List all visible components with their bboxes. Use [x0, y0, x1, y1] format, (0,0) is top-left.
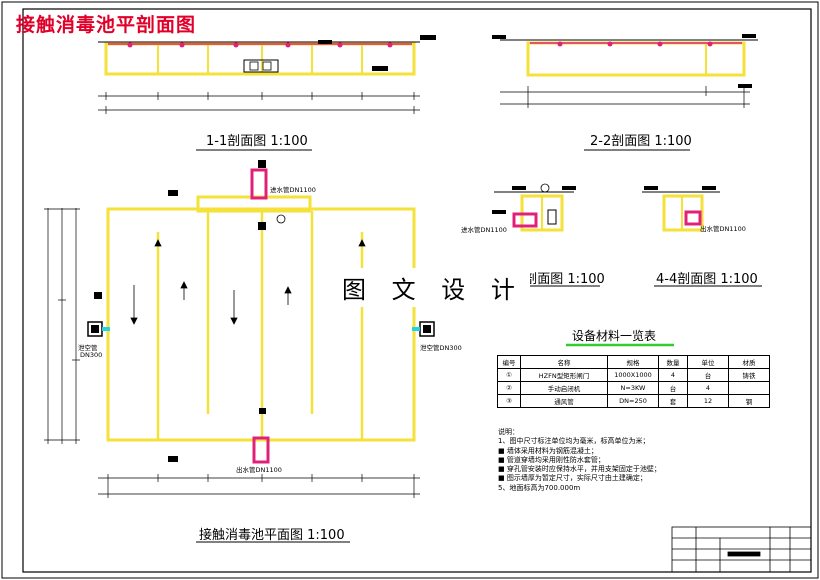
- table-cell: 铸铁: [728, 368, 770, 382]
- note-line: 1、图中尺寸标注单位均为毫米，标高单位为米；: [498, 437, 650, 446]
- table-cell: [728, 381, 770, 395]
- header-cell: 名称: [520, 355, 608, 369]
- header-cell: 数量: [658, 355, 688, 369]
- equipment-table: 编号 名称 规格 数量 单位 材质 ① HZFN型矩形闸门 1000X1000 …: [497, 355, 770, 408]
- section-2-2-drawing: [492, 34, 758, 108]
- header-cell: 编号: [497, 355, 521, 369]
- header-cell: 单位: [687, 355, 729, 369]
- caption-underlines: [196, 149, 762, 543]
- header-cell: 规格: [607, 355, 659, 369]
- plan-drawing: [44, 160, 435, 498]
- caption-section-1-1: 1-1剖面图 1:100: [206, 134, 308, 149]
- table-cell: HZFN型矩形闸门: [520, 368, 608, 382]
- table-cell: 4: [687, 381, 729, 395]
- table-cell: 12: [687, 394, 729, 408]
- label-drain-left-size: DN300: [80, 351, 103, 359]
- note-line: ■ 图示墙厚为暂定尺寸，实际尺寸由土建确定；: [498, 474, 647, 483]
- table-row: ① HZFN型矩形闸门 1000X1000 4 台 铸铁: [497, 368, 770, 382]
- note-line: 5、地面标高为700.000m: [498, 483, 581, 492]
- notes-heading: 说明：: [498, 428, 519, 436]
- label-drain-left: 泄空管: [78, 344, 98, 352]
- label-inlet-3-3: 进水管DN1100: [461, 226, 507, 234]
- label-inlet-top: 进水管DN1100: [270, 186, 316, 194]
- table-cell: 通风管: [520, 394, 608, 408]
- table-cell: 手动启闭机: [520, 381, 608, 395]
- notes-block: 说明： 1、图中尺寸标注单位均为毫米，标高单位为米； ■ 墙体采用材料为钢筋混凝…: [498, 428, 661, 493]
- equipment-header-row: 编号 名称 规格 数量 单位 材质: [497, 355, 770, 369]
- caption-section-4-4: 4-4剖面图 1:100: [656, 272, 758, 287]
- header-cell: 材质: [728, 355, 770, 369]
- title-block: [671, 526, 812, 573]
- inner-border: [22, 8, 812, 573]
- table-cell: DN=250: [607, 394, 659, 408]
- label-outlet-bottom: 出水管DN1100: [236, 466, 282, 474]
- table-cell: ③: [497, 394, 521, 408]
- table-cell: 台: [687, 368, 729, 382]
- table-row: ② 手动启闭机 N=3KW 台 4: [497, 381, 770, 395]
- note-line: ■ 墙体采用材料为钢筋混凝土；: [498, 446, 598, 455]
- table-cell: 钢: [728, 394, 770, 408]
- table-cell: 台: [658, 381, 688, 395]
- table-cell: ②: [497, 381, 521, 395]
- caption-plan: 接触消毒池平面图 1:100: [199, 528, 345, 543]
- equipment-title: 设备材料一览表: [572, 329, 657, 343]
- table-row: ③ 通风管 DN=250 套 12 钢: [497, 394, 770, 408]
- table-cell: ①: [497, 368, 521, 382]
- drawing-title: 接触消毒池平剖面图: [16, 14, 197, 36]
- table-cell: 套: [658, 394, 688, 408]
- note-line: ■ 穿孔管安装时应保持水平，并用支架固定于池壁；: [498, 465, 661, 474]
- note-line: ■ 管道穿墙均采用刚性防水套管；: [498, 455, 605, 464]
- section-1-1-drawing: [98, 35, 436, 114]
- label-drain-right: 泄空管DN300: [420, 344, 462, 352]
- section-4-4-drawing: [642, 186, 720, 232]
- table-cell: 4: [658, 368, 688, 382]
- table-cell: N=3KW: [607, 381, 659, 395]
- watermark: 图 文 设 计: [336, 268, 530, 307]
- section-3-3-drawing: [492, 183, 576, 232]
- label-outlet-4-4: 出水管DN1100: [700, 225, 746, 233]
- caption-section-2-2: 2-2剖面图 1:100: [590, 134, 692, 149]
- table-cell: 1000X1000: [607, 368, 659, 382]
